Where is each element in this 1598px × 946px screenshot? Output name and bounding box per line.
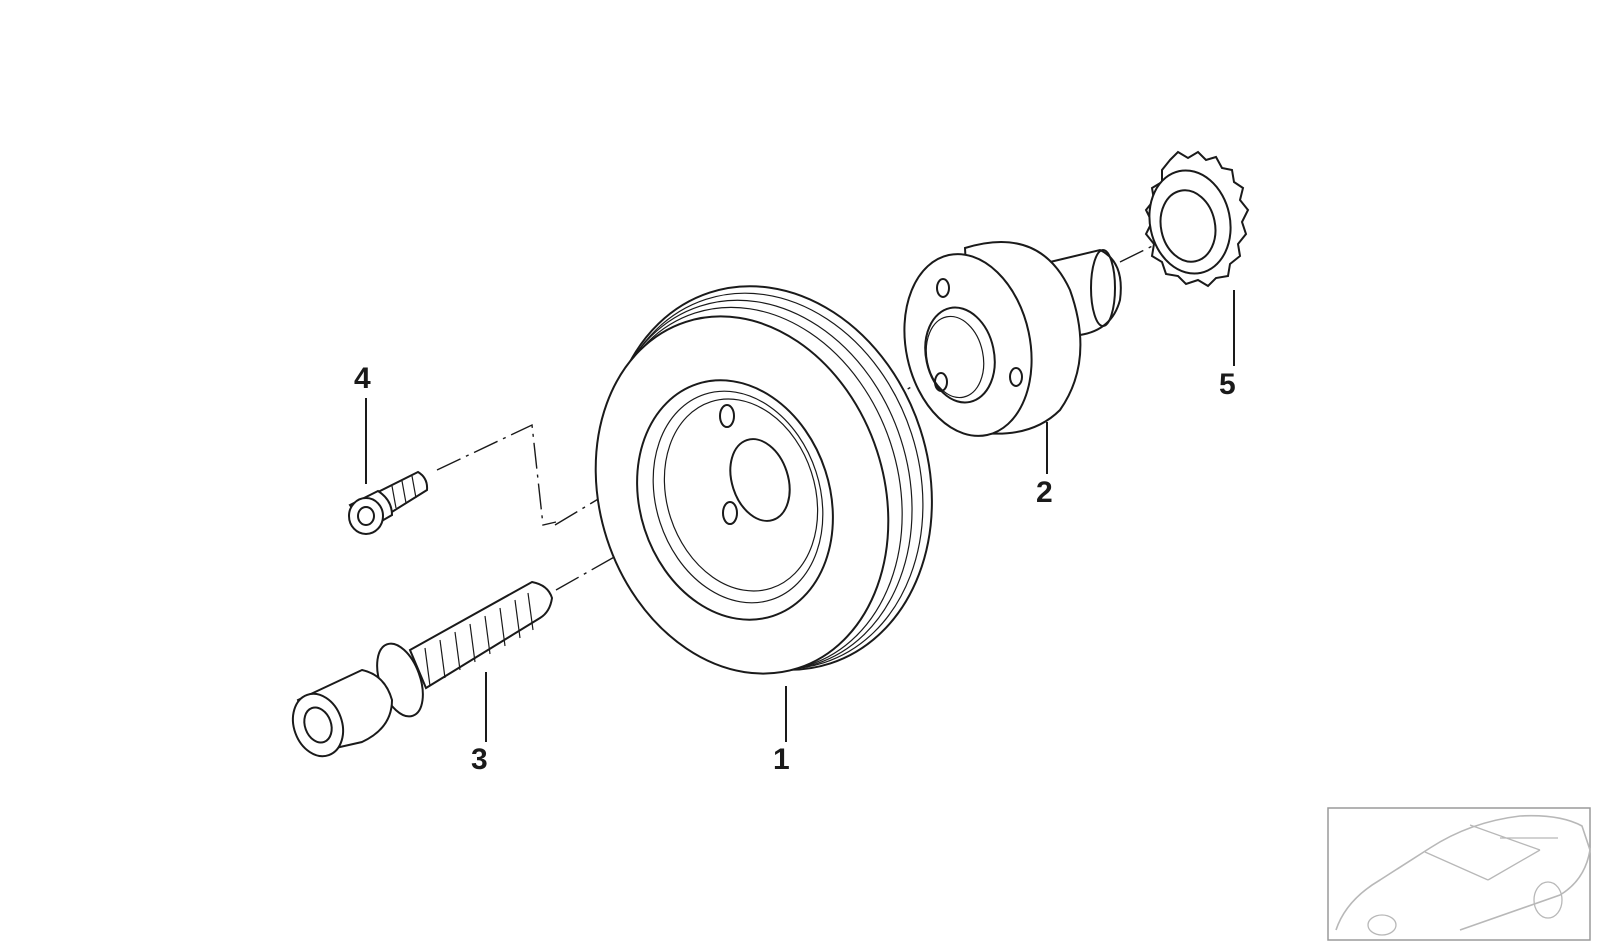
callout-1: 1 [773, 743, 790, 776]
sprocket-icon[interactable] [1140, 150, 1250, 288]
callout-5: 5 [1219, 368, 1236, 401]
hub-icon[interactable] [888, 241, 1122, 448]
car-outline-icon [1327, 807, 1591, 941]
callout-4: 4 [354, 362, 371, 395]
vibration-damper-pulley-icon[interactable] [551, 244, 981, 713]
callout-leader-lines [365, 290, 1235, 742]
callout-3: 3 [471, 743, 488, 776]
socket-head-screw-icon[interactable] [348, 470, 429, 535]
callout-2: 2 [1036, 476, 1053, 509]
central-bolt-icon[interactable] [285, 580, 554, 763]
